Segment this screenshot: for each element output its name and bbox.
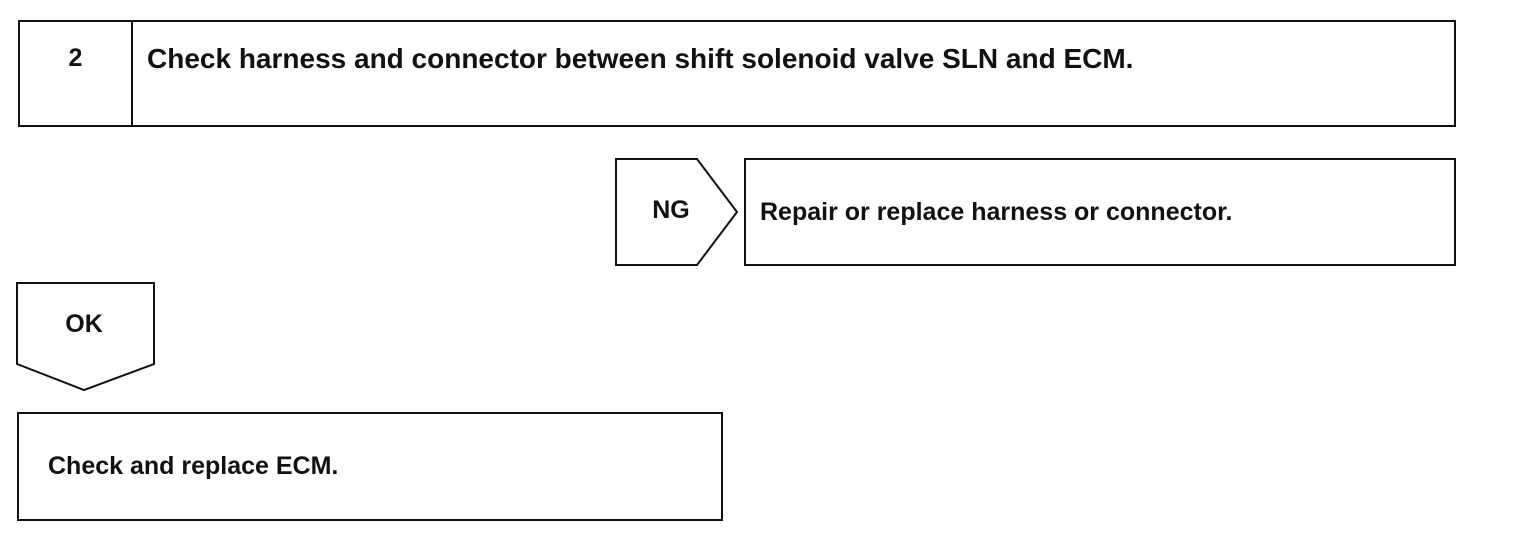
ng-label: NG — [652, 196, 690, 224]
check-step-box: 2 Check harness and connector between sh… — [18, 20, 1456, 127]
down-arrow-tag-shape — [16, 282, 155, 392]
ok-arrow-tag: OK — [16, 282, 156, 392]
step-title: Check harness and connector between shif… — [147, 43, 1134, 74]
step-number-cell: 2 — [20, 22, 133, 125]
ok-action-box: Check and replace ECM. — [17, 412, 723, 521]
ng-action-box: Repair or replace harness or connector. — [744, 158, 1456, 266]
ok-action-text: Check and replace ECM. — [48, 452, 339, 480]
ng-action-text: Repair or replace harness or connector. — [760, 198, 1233, 226]
ok-label: OK — [65, 310, 103, 338]
step-number: 2 — [68, 44, 83, 72]
right-arrow-tag-shape — [615, 158, 739, 266]
ng-arrow-tag: NG — [615, 158, 741, 266]
